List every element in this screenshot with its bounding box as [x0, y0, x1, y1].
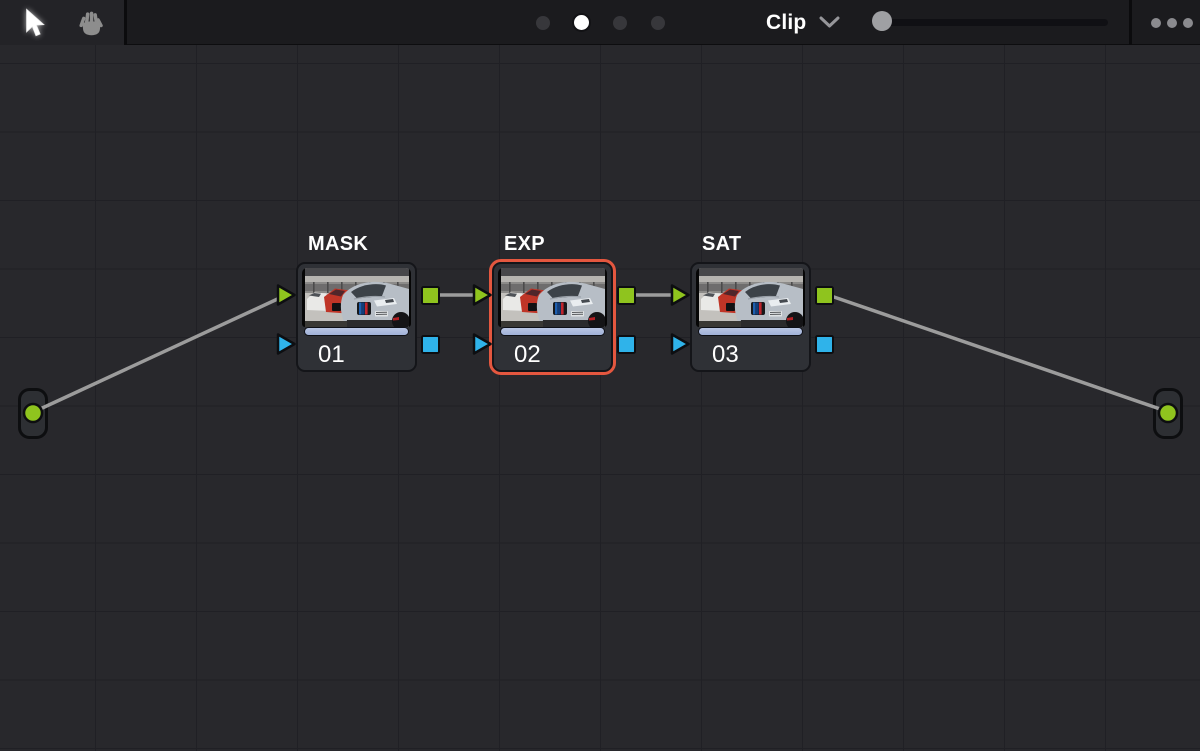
- zoom-slider-handle[interactable]: [872, 11, 892, 31]
- node-thumbnail: [498, 268, 607, 327]
- ellipsis-icon: [1151, 17, 1161, 28]
- key-input-port[interactable]: [472, 333, 492, 355]
- node-thumbnail: [302, 268, 411, 327]
- node-strength-bar: [501, 328, 604, 335]
- page-indicator: [536, 0, 665, 45]
- node-mask[interactable]: MASK 01: [276, 233, 440, 372]
- toolbar-divider: [1129, 0, 1132, 45]
- rgb-input-port[interactable]: [472, 284, 492, 306]
- key-output-port[interactable]: [421, 335, 440, 354]
- rgb-output-port[interactable]: [617, 286, 636, 305]
- pointer-tool-button[interactable]: [19, 6, 49, 40]
- page-dot-2[interactable]: [574, 15, 589, 30]
- node-number: 02: [514, 341, 541, 368]
- key-input-port[interactable]: [670, 333, 690, 355]
- key-output-port[interactable]: [815, 335, 834, 354]
- page-dot-4[interactable]: [651, 15, 665, 30]
- ellipsis-icon: [1183, 17, 1193, 28]
- node-exp[interactable]: EXP 02: [472, 233, 636, 372]
- node-number: 03: [712, 341, 739, 368]
- rgb-input-port[interactable]: [670, 284, 690, 306]
- clip-mode-dropdown[interactable]: Clip: [766, 0, 840, 45]
- tool-section: [0, 0, 127, 45]
- zoom-slider: [872, 0, 1114, 45]
- node-strength-bar: [699, 328, 802, 335]
- chevron-down-icon: [819, 16, 840, 28]
- clip-mode-label: Clip: [766, 10, 807, 34]
- node-thumbnail: [696, 268, 805, 327]
- node-number: 01: [318, 341, 345, 368]
- pointer-icon: [26, 7, 45, 36]
- ellipsis-icon: [1167, 17, 1177, 28]
- zoom-slider-track[interactable]: [878, 19, 1108, 26]
- node-label: MASK: [308, 233, 369, 255]
- hand-icon: [78, 11, 103, 36]
- rgb-output-port[interactable]: [421, 286, 440, 305]
- node-label: SAT: [702, 233, 742, 255]
- node-graph-canvas[interactable]: [0, 45, 1200, 751]
- rgb-input-port[interactable]: [276, 284, 296, 306]
- key-input-port[interactable]: [276, 333, 296, 355]
- options-menu-button[interactable]: [1143, 0, 1200, 45]
- key-output-port[interactable]: [617, 335, 636, 354]
- page-dot-1[interactable]: [536, 15, 550, 30]
- node-label: EXP: [504, 233, 545, 255]
- rgb-output-port[interactable]: [815, 286, 834, 305]
- pan-tool-button[interactable]: [76, 6, 106, 40]
- toolbar: Clip: [0, 0, 1200, 45]
- node-strength-bar: [305, 328, 408, 335]
- node-sat[interactable]: SAT 03: [670, 233, 834, 372]
- page-dot-3[interactable]: [613, 15, 627, 30]
